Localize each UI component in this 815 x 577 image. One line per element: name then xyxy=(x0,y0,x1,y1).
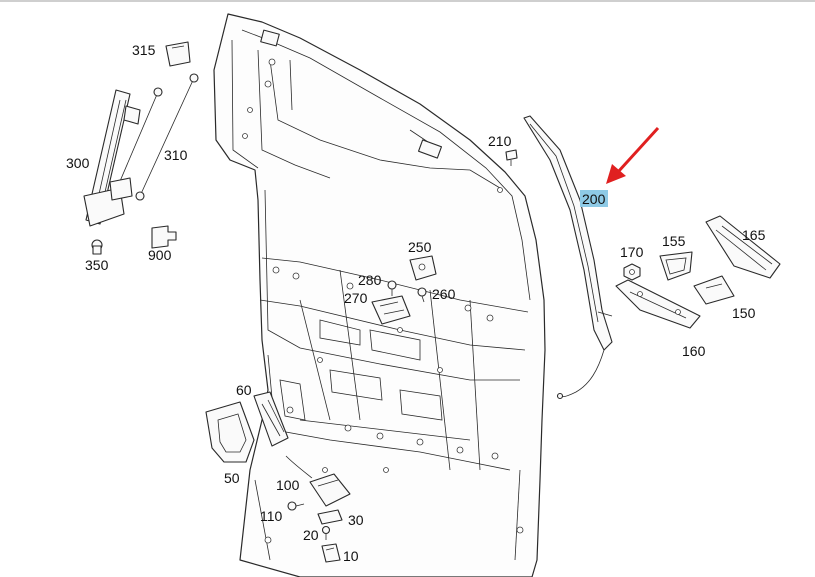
part-165-handle-cover xyxy=(705,215,781,279)
part-150-switch xyxy=(693,275,735,305)
callout-280: 280 xyxy=(358,272,382,288)
part-250-bracket xyxy=(409,255,437,281)
part-100-lock-latch xyxy=(285,455,351,507)
callout-250: 250 xyxy=(408,239,432,255)
part-210-clip xyxy=(505,149,518,166)
top-border xyxy=(0,0,815,2)
callout-20: 20 xyxy=(303,527,319,543)
part-170-nut xyxy=(623,263,641,281)
part-200-seal-strip xyxy=(523,115,613,400)
callout-300: 300 xyxy=(66,155,90,171)
callout-260: 260 xyxy=(432,286,456,302)
callout-210: 210 xyxy=(488,133,512,149)
part-60-latch-actuator xyxy=(253,391,289,447)
callout-900: 900 xyxy=(148,247,172,263)
part-30-plate xyxy=(317,509,343,525)
callout-170: 170 xyxy=(620,244,644,260)
part-280-screw xyxy=(387,280,397,296)
callout-10: 10 xyxy=(343,548,359,564)
callout-60: 60 xyxy=(236,382,252,398)
part-900-pad xyxy=(151,225,177,249)
callout-50: 50 xyxy=(224,470,240,486)
callout-160: 160 xyxy=(682,343,706,359)
callout-165: 165 xyxy=(742,227,766,243)
callout-270: 270 xyxy=(344,290,368,306)
callout-30: 30 xyxy=(348,512,364,528)
part-260-screw xyxy=(417,287,427,303)
callout-350: 350 xyxy=(85,257,109,273)
callout-310: 310 xyxy=(164,147,188,163)
callout-150: 150 xyxy=(732,305,756,321)
part-10-striker xyxy=(321,543,341,563)
part-155-frame xyxy=(659,251,693,281)
callout-200: 200 xyxy=(582,191,606,207)
part-50-seal-cover xyxy=(205,401,255,463)
callout-315: 315 xyxy=(132,42,156,58)
part-300-gas-strut-assembly xyxy=(83,87,163,227)
callout-155: 155 xyxy=(662,233,686,249)
part-20-screw xyxy=(321,525,331,540)
callout-100: 100 xyxy=(276,477,300,493)
part-270-housing xyxy=(371,295,411,325)
part-350-screw xyxy=(91,239,103,255)
tailgate-door-panel xyxy=(213,13,546,577)
part-310-support-rod xyxy=(135,73,199,201)
callout-110: 110 xyxy=(260,508,283,524)
part-160-handle-bar xyxy=(615,279,701,329)
callout-highlight-box xyxy=(580,190,608,207)
callout-labels: 315 310 300 350 900 210 200 250 280 270 … xyxy=(66,42,766,564)
part-110-screw xyxy=(287,501,305,511)
red-pointer-arrow xyxy=(606,126,660,184)
part-315-bracket-cover xyxy=(165,41,191,67)
